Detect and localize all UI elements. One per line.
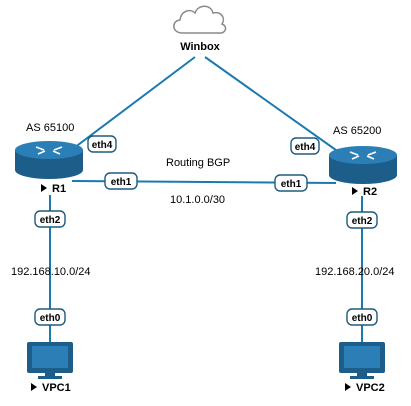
link-cloud-r2[interactable] (204, 56, 351, 161)
cloud-label: Winbox (180, 41, 220, 53)
cloud-icon[interactable] (173, 5, 227, 34)
lan2-subnet-label: 192.168.20.0/24 (315, 266, 395, 278)
router-arrows-icon (349, 151, 377, 160)
bgp-link-subnet: 10.1.0.0/30 (170, 194, 225, 206)
port-label: eth0 (352, 313, 373, 324)
vpc2-monitor-icon[interactable] (339, 342, 385, 379)
port-label: eth0 (40, 313, 61, 324)
port-label: eth2 (40, 215, 61, 226)
router-r1[interactable] (15, 141, 83, 179)
router-r1-name: R1 (52, 183, 66, 195)
play-icon (352, 187, 358, 195)
bgp-link-title: Routing BGP (166, 157, 230, 169)
vpc1-name: VPC1 (42, 382, 71, 394)
router-r1-as-label: AS 65100 (26, 122, 74, 134)
router-r2-name: R2 (363, 186, 377, 198)
router-arrows-icon (35, 146, 63, 155)
play-icon (345, 383, 351, 391)
port-r2-eth1[interactable]: eth1 (274, 174, 308, 192)
lan1-subnet-label: 192.168.10.0/24 (11, 266, 91, 278)
port-r1-eth2[interactable]: eth2 (34, 210, 66, 228)
port-r1-eth1[interactable]: eth1 (104, 172, 138, 190)
vpc1-monitor-icon[interactable] (27, 342, 73, 379)
port-label: eth4 (92, 140, 113, 151)
port-label: eth1 (281, 179, 302, 190)
port-vpc1-eth0[interactable]: eth0 (34, 308, 66, 326)
port-label: eth2 (352, 216, 373, 227)
router-r2-as-label: AS 65200 (333, 125, 381, 137)
port-label: eth4 (295, 142, 316, 153)
port-r1-eth4[interactable]: eth4 (87, 135, 117, 153)
port-vpc2-eth0[interactable]: eth0 (346, 308, 378, 326)
port-label: eth1 (111, 177, 132, 188)
router-r2[interactable] (329, 146, 397, 184)
port-r2-eth2[interactable]: eth2 (346, 211, 378, 229)
play-icon (41, 184, 47, 192)
link-cloud-r1[interactable] (57, 56, 196, 161)
port-r2-eth4[interactable]: eth4 (290, 137, 320, 155)
play-icon (31, 383, 37, 391)
vpc2-name: VPC2 (356, 382, 385, 394)
